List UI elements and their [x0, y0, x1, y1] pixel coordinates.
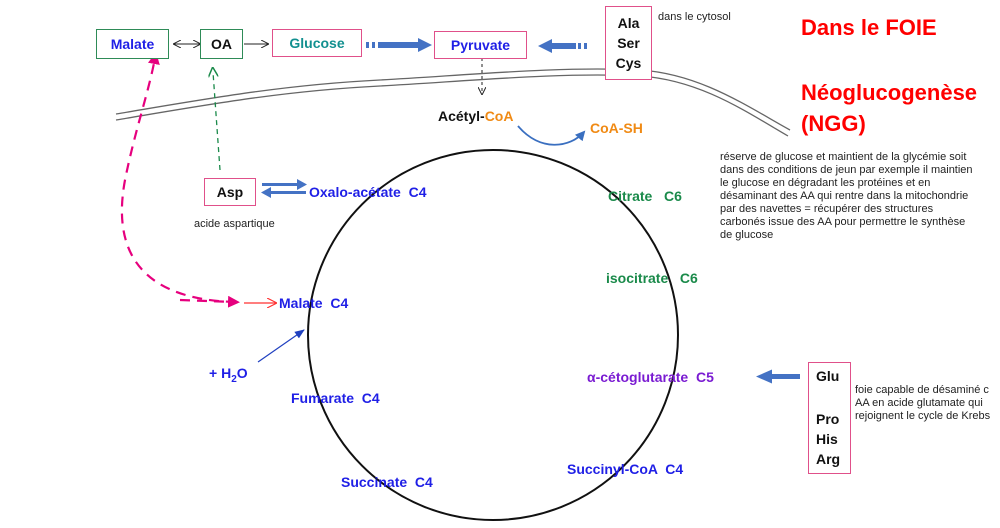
pyruvate-box: Pyruvate — [434, 31, 527, 59]
oa-box: OA — [200, 29, 243, 59]
membrane-outer — [115, 68, 791, 131]
malate-top-label: Malate — [110, 36, 155, 52]
foie-note-line: foie capable de désaminé c — [855, 384, 989, 396]
aa-pyruvate-arrow — [538, 39, 587, 53]
asp-oa-dashed-arrow — [213, 72, 221, 171]
foie-note: foie capable de désaminé c AA en acide g… — [855, 384, 990, 423]
malate-c4-label: Malate C4 — [279, 295, 349, 311]
cytosol-note: dans le cytosol — [658, 11, 731, 23]
krebs-cycle-circle — [307, 149, 679, 521]
oa-label: OA — [211, 36, 232, 52]
reserve-note-line: carbonés issue des AA pour permettre le … — [720, 216, 966, 228]
glu-box — [808, 362, 851, 474]
glucose-pyruvate-arrow — [366, 38, 432, 52]
acetyl-prefix: Acétyl- — [438, 108, 485, 124]
h2o-prefix: + H — [209, 365, 232, 381]
reserve-note-line: par des navettes = récupérer des structu… — [720, 203, 934, 215]
aa-box: Ala Ser Cys — [605, 6, 652, 80]
his-label: His — [816, 431, 838, 447]
glucose-box: Glucose — [272, 29, 362, 57]
asp-note: acide aspartique — [194, 218, 275, 230]
glucose-label: Glucose — [289, 35, 345, 51]
reserve-note: réserve de glucose et maintient de la gl… — [720, 151, 973, 242]
foie-note-line: AA en acide glutamate qui — [855, 397, 983, 409]
succinylcoa-label: Succinyl-CoA C4 — [567, 461, 684, 477]
acetyl-coa-suffix: CoA — [484, 108, 514, 124]
h2o-subscript: 2 — [231, 373, 237, 385]
reserve-note-line: désaminant des AA qui rentre dans la mit… — [720, 190, 969, 202]
arg-label: Arg — [816, 451, 841, 467]
reserve-note-line: le glucose en dégradant les protéines et… — [720, 177, 931, 189]
isocitrate-label: isocitrate C6 — [606, 270, 698, 286]
subtitle-line2: (NGG) — [801, 111, 866, 136]
malate-shuttle-tail-arrow — [179, 295, 240, 308]
glu-label: Glu — [816, 368, 840, 384]
glu-cetoglutarate-arrow — [756, 369, 800, 384]
pyruvate-label: Pyruvate — [450, 37, 511, 53]
h2o-suffix: O — [236, 365, 248, 381]
asp-oxalo-arrows — [261, 179, 307, 198]
succinate-label: Succinate C4 — [341, 474, 433, 490]
malate-top-box: Malate — [96, 29, 169, 59]
page-title: Dans le FOIE — [801, 15, 937, 40]
asp-box: Asp — [204, 178, 256, 206]
reserve-note-line: réserve de glucose et maintient de la gl… — [720, 151, 967, 163]
coash-curved-arrow — [517, 125, 586, 146]
reserve-note-line: de glucose — [720, 229, 774, 241]
asp-label: Asp — [216, 184, 244, 200]
citrate-label: Citrate C6 — [608, 188, 682, 204]
subtitle-line1: Néoglucogenèse — [801, 80, 978, 105]
h2o-malate-arrow — [257, 329, 305, 363]
aa-ala: Ala — [617, 15, 640, 31]
aa-ser: Ser — [617, 35, 640, 51]
fumarate-label: Fumarate C4 — [291, 390, 380, 406]
aa-cys: Cys — [615, 55, 642, 71]
coash-label: CoA-SH — [590, 120, 643, 136]
malate-shuttle-dashed-arrow — [120, 52, 237, 304]
pro-label: Pro — [816, 411, 840, 427]
membrane-inner — [115, 74, 789, 137]
cetoglutarate-label: α-cétoglutarate C5 — [587, 369, 714, 385]
reserve-note-line: dans des conditions de jeun par exemple … — [720, 164, 973, 176]
h2o-label: + H2O — [209, 365, 248, 385]
foie-note-line: rejoignent le cycle de Krebs — [855, 410, 991, 422]
oxaloacetate-label: Oxalo-acétate C4 — [309, 184, 427, 200]
acetyl-coa-label: Acétyl-CoA — [438, 108, 513, 124]
